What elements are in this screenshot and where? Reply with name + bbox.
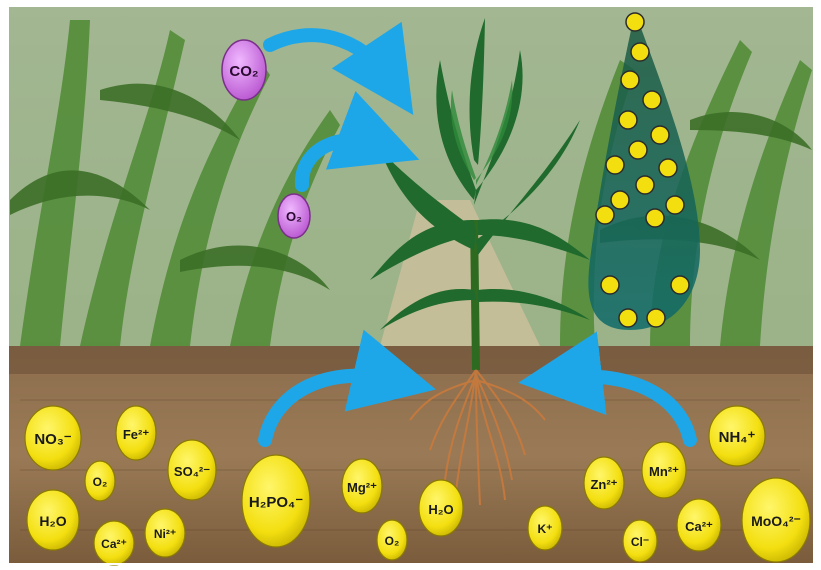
nutrient-mn: Mn²⁺ (642, 442, 686, 498)
svg-text:NO₃⁻: NO₃⁻ (34, 431, 71, 448)
svg-text:Mg²⁺: Mg²⁺ (347, 480, 377, 495)
svg-text:Mn²⁺: Mn²⁺ (649, 464, 679, 479)
nutrient-h2o-left: H₂O (27, 490, 79, 550)
nutrient-cl: Cl⁻ (623, 520, 657, 562)
nutrient-ni: Ni²⁺ (145, 509, 185, 557)
svg-text:Ni²⁺: Ni²⁺ (154, 527, 176, 541)
svg-text:H₂PO₄⁻: H₂PO₄⁻ (249, 494, 303, 511)
nutrient-nh4: NH₄⁺ (709, 406, 765, 466)
nutrient-mg: Mg²⁺ (342, 459, 382, 513)
nutrient-ca-right: Ca²⁺ (677, 499, 721, 551)
svg-text:Cl⁻: Cl⁻ (631, 535, 649, 549)
nutrient-ca-left: Ca²⁺ (94, 521, 134, 565)
nutrient-o2-soil-1: O₂ (85, 461, 115, 501)
svg-text:Ca²⁺: Ca²⁺ (685, 519, 713, 534)
svg-text:Ca²⁺: Ca²⁺ (101, 537, 127, 551)
svg-text:O₂: O₂ (286, 209, 302, 224)
nutrient-moo4: MoO₄²⁻ (742, 478, 810, 562)
nutrient-o2-soil-2: O₂ (377, 520, 407, 560)
gas-co2: CO₂ (222, 40, 266, 100)
svg-text:MoO₄²⁻: MoO₄²⁻ (751, 513, 801, 529)
nutrient-fe: Fe²⁺ (116, 406, 156, 460)
gas-o2: O₂ (278, 194, 310, 238)
nutrient-h2o-mid: H₂O (419, 480, 463, 536)
svg-text:SO₄²⁻: SO₄²⁻ (174, 464, 210, 479)
svg-text:Zn²⁺: Zn²⁺ (590, 477, 617, 492)
nutrient-h2po4: H₂PO₄⁻ (242, 455, 310, 547)
svg-text:CO₂: CO₂ (229, 63, 258, 80)
svg-text:NH₄⁺: NH₄⁺ (719, 429, 756, 446)
svg-text:H₂O: H₂O (428, 502, 453, 517)
svg-text:H₂O: H₂O (39, 513, 66, 529)
nutrient-no3: NO₃⁻ (25, 406, 81, 470)
nutrient-k: K⁺ (528, 506, 562, 550)
nutrient-zn: Zn²⁺ (584, 457, 624, 509)
svg-text:O₂: O₂ (93, 475, 108, 489)
svg-text:O₂: O₂ (385, 534, 400, 548)
svg-text:K⁺: K⁺ (538, 522, 553, 536)
svg-text:Fe²⁺: Fe²⁺ (123, 427, 150, 442)
nutrient-so4: SO₄²⁻ (168, 440, 216, 500)
